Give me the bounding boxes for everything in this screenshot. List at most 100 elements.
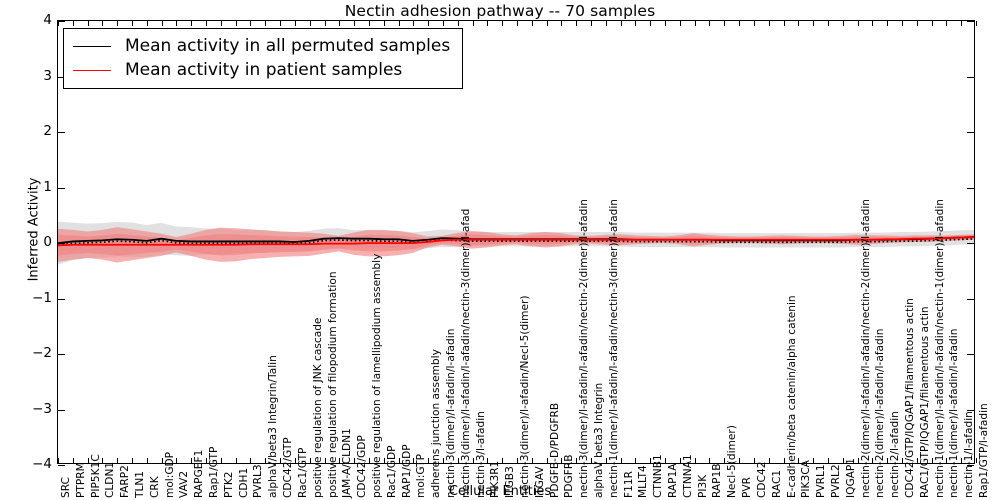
x-tick <box>961 21 963 26</box>
x-tick <box>679 21 681 26</box>
x-tick-label: PVRL1 <box>815 464 828 498</box>
x-tick <box>798 458 800 463</box>
x-tick-label: PDGFRB <box>563 454 576 498</box>
x-tick <box>724 458 726 463</box>
x-tick-label: PDGFB-D/PDGFRB <box>548 402 561 498</box>
x-tick <box>768 21 770 26</box>
x-tick <box>916 21 918 26</box>
x-tick <box>354 21 356 26</box>
x-tick <box>739 458 741 463</box>
x-tick <box>694 21 696 26</box>
x-tick <box>783 21 785 26</box>
y-tick <box>967 187 974 189</box>
x-tick-label: SRC <box>60 477 72 498</box>
x-tick <box>398 21 400 26</box>
x-tick <box>58 21 59 26</box>
x-tick <box>102 21 104 26</box>
x-tick <box>827 21 829 26</box>
x-tick <box>413 21 415 26</box>
x-tick <box>117 21 119 26</box>
x-tick-label: E-cadherin/beta catenin/alpha catenin <box>785 295 798 498</box>
x-tick-label: CRK <box>148 476 161 498</box>
x-tick-label: TLN1 <box>134 470 147 498</box>
x-tick <box>650 458 652 463</box>
x-tick <box>783 458 785 463</box>
x-tick-label: PTK2 <box>222 471 235 498</box>
legend: Mean activity in all permuted samples Me… <box>63 28 464 89</box>
x-tick <box>132 21 134 26</box>
x-tick <box>827 458 829 463</box>
x-tick <box>457 458 459 463</box>
x-tick-label: RAP1A <box>667 463 680 498</box>
x-tick <box>857 458 859 463</box>
x-tick <box>887 21 889 26</box>
x-tick <box>265 21 267 26</box>
plot-clip <box>58 21 974 463</box>
x-tick-label: nectin-1(dimer)/l-afadin/l-afadin/nectin… <box>607 199 620 498</box>
x-axis-label: Cellular Entities <box>448 484 552 499</box>
x-tick-label: adherens junction assembly <box>430 349 443 498</box>
x-tick <box>916 458 918 463</box>
x-tick <box>605 21 607 26</box>
x-tick <box>87 458 89 463</box>
x-tick <box>901 458 903 463</box>
x-tick <box>531 21 533 26</box>
x-tick <box>368 21 370 26</box>
x-tick <box>72 458 74 463</box>
x-tick-label: alphaV/beta3 Integrin/Talin <box>267 355 280 498</box>
x-tick <box>650 21 652 26</box>
x-tick-label: RAP1/GDP <box>400 444 413 498</box>
x-tick <box>132 458 134 463</box>
x-tick <box>383 21 385 26</box>
x-tick <box>265 458 267 463</box>
x-tick <box>620 21 622 26</box>
y-tick-label: 2 <box>43 123 52 139</box>
x-tick <box>161 458 163 463</box>
patient-std-band-outer <box>58 227 974 263</box>
x-tick-label: RAC1 <box>770 469 783 498</box>
x-tick-label: nectin-3(dimer)/l-afadin/l-afadin <box>444 328 457 498</box>
x-tick <box>354 458 356 463</box>
x-tick <box>324 458 326 463</box>
x-tick <box>517 458 518 463</box>
x-tick-label: CLDN1 <box>104 461 117 498</box>
x-tick <box>472 458 474 463</box>
x-tick-label: PVRL3 <box>252 464 265 498</box>
x-tick-label: CDC42 <box>755 461 768 498</box>
y-tick-label: 4 <box>43 12 52 28</box>
x-tick <box>250 21 252 26</box>
x-tick <box>739 21 741 26</box>
x-tick <box>413 458 415 463</box>
x-tick <box>901 21 903 26</box>
x-tick-label: RAP1B <box>711 463 724 498</box>
y-tick <box>967 243 974 244</box>
y-tick <box>58 187 65 189</box>
y-tick <box>967 354 974 355</box>
x-tick <box>591 458 593 463</box>
x-tick <box>220 21 222 26</box>
x-tick <box>694 458 696 463</box>
x-tick <box>294 21 296 26</box>
x-tick <box>961 458 963 463</box>
y-tick-label: 0 <box>43 234 52 250</box>
x-tick-label: JAM-A/CLDN1 <box>341 428 354 498</box>
y-tick <box>967 298 974 300</box>
x-tick <box>872 21 874 26</box>
x-tick <box>339 458 341 463</box>
x-tick-label: PVRL2 <box>829 464 842 498</box>
x-tick <box>887 458 889 463</box>
x-tick-label: PI3K <box>696 474 709 498</box>
x-tick <box>872 458 874 463</box>
x-tick <box>561 21 563 26</box>
legend-item-permuted: Mean activity in all permuted samples <box>73 34 450 58</box>
y-tick <box>967 76 974 78</box>
x-tick-label: nectin-1(dimer)/l-afadin/l-afadin/nectin… <box>933 199 946 498</box>
x-tick-label: PVR <box>741 477 754 498</box>
x-tick <box>531 458 533 463</box>
y-tick <box>58 465 65 466</box>
y-tick <box>967 132 974 133</box>
x-tick <box>768 458 770 463</box>
x-tick-label: PIK3CA <box>800 460 813 498</box>
x-tick <box>842 458 844 463</box>
